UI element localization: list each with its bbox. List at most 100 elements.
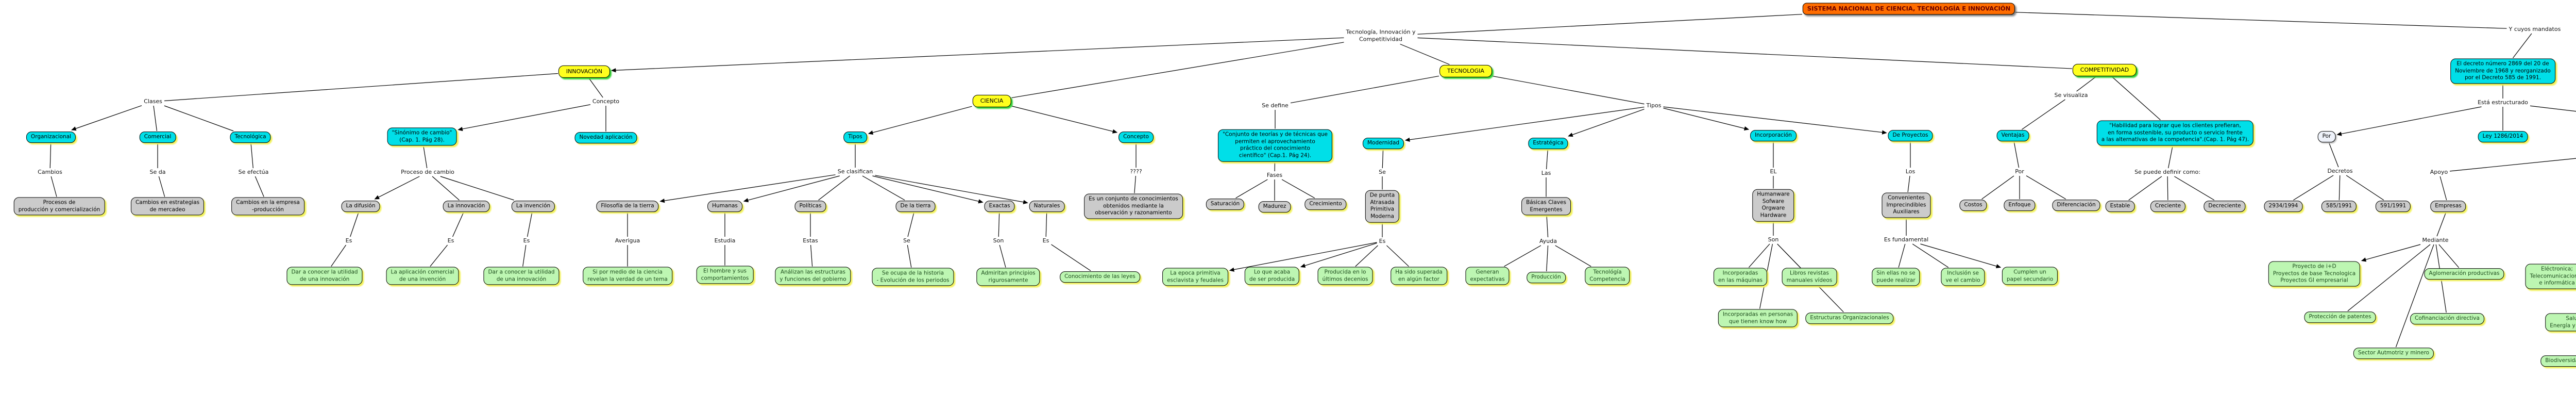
- concept-node-n20[interactable]: La innovación: [443, 201, 490, 212]
- concept-node-n33[interactable]: Humanas: [707, 201, 742, 212]
- concept-node-n30[interactable]: Concepto: [1118, 132, 1154, 143]
- concept-node-n32[interactable]: Filosofía de la tierra: [596, 201, 659, 212]
- concept-node-n54[interactable]: "Conjunto de teorías y de técnicas que p…: [1217, 129, 1333, 162]
- linking-phrase-n77[interactable]: EL: [1768, 168, 1778, 176]
- concept-node-n88[interactable]: Inclusión se ve el cambio: [1941, 268, 1985, 286]
- concept-node-n4[interactable]: INNOVACIÓN: [558, 65, 611, 78]
- concept-node-n117[interactable]: Cofinanciación directiva: [2410, 313, 2484, 324]
- concept-node-n48[interactable]: Admiritan principios rigurosamente: [976, 268, 1040, 286]
- linking-phrase-n84[interactable]: Los: [1904, 168, 1917, 176]
- linking-phrase-n8[interactable]: Clases: [142, 97, 164, 106]
- concept-node-n90[interactable]: COMPETITIVIDAD: [2072, 63, 2137, 77]
- concept-node-n57[interactable]: Madurez: [1258, 201, 1291, 212]
- linking-phrase-n66[interactable]: Es: [1377, 237, 1387, 246]
- concept-node-n47[interactable]: Se ocupa de la historia - Evolución de l…: [872, 268, 954, 286]
- concept-node-n81[interactable]: Libros revistas manuales vídeos: [1782, 268, 1837, 286]
- concept-node-n26[interactable]: La aplicación comercial de una invención: [386, 267, 459, 285]
- concept-node-n52[interactable]: TECNOLOGIA: [1439, 64, 1492, 78]
- concept-node-n17[interactable]: Cambios en la empresa -producción: [231, 197, 304, 216]
- concept-node-n37[interactable]: Naturales: [1029, 201, 1065, 212]
- concept-node-n89[interactable]: Cumplen un papel secundario: [2002, 267, 2058, 285]
- concept-node-n104[interactable]: Por: [2317, 131, 2336, 142]
- linking-phrase-n23[interactable]: Es: [446, 237, 456, 245]
- concept-node-n97[interactable]: "Habilidad para lograr que los clientes …: [2096, 120, 2254, 146]
- concept-node-n6[interactable]: "Sinónimo de cambio" (Cap. 1. Pág 28).: [387, 127, 457, 146]
- linking-phrase-n98[interactable]: Se puede definir como:: [2133, 168, 2202, 176]
- concept-node-n100[interactable]: Creciente: [2150, 201, 2186, 212]
- concept-node-n99[interactable]: Estable: [2105, 201, 2135, 212]
- linking-phrase-n111[interactable]: Apoyo: [2428, 168, 2450, 176]
- concept-node-n82[interactable]: Incorporadas en personas que tienen know…: [1718, 309, 1798, 328]
- linking-phrase-n18[interactable]: Proceso de cambio: [399, 168, 456, 176]
- linking-phrase-n40[interactable]: Estas: [801, 237, 820, 245]
- concept-node-n108[interactable]: 591/1991: [2375, 201, 2411, 212]
- linking-phrase-n86[interactable]: Es fundamental: [1882, 236, 1930, 244]
- concept-node-n46[interactable]: Análizan las estructuras y funciones del…: [775, 267, 851, 285]
- concept-node-n28[interactable]: CIENCIA: [972, 94, 1011, 108]
- linking-phrase-n12[interactable]: Cambios: [36, 168, 64, 176]
- concept-node-n107[interactable]: 585/1991: [2321, 201, 2357, 212]
- concept-node-n67[interactable]: La epoca primitiva esclavista y feudales: [1162, 268, 1228, 286]
- concept-node-n16[interactable]: Cambios en estrategias de mercadeo: [130, 197, 205, 216]
- concept-node-n34[interactable]: Políticas: [794, 201, 826, 212]
- linking-phrase-n113[interactable]: Mediante: [2420, 236, 2450, 244]
- concept-node-n102[interactable]: El decreto número 2869 del 20 de Noviemb…: [2450, 58, 2555, 84]
- linking-phrase-n64[interactable]: Se: [1377, 168, 1387, 176]
- concept-node-n58[interactable]: Crecimiento: [1304, 199, 1347, 210]
- concept-node-n29[interactable]: Tipos: [843, 132, 867, 143]
- concept-node-n122[interactable]: Eléctronica; Telecomunicaciones e inform…: [2525, 264, 2576, 289]
- linking-phrase-n38[interactable]: Averigua: [613, 237, 642, 245]
- concept-node-n126[interactable]: Biodiversidad y habitat: [2540, 355, 2576, 367]
- concept-node-n49[interactable]: Conocimiento de las leyes: [1060, 271, 1140, 283]
- concept-node-n85[interactable]: Convenientes Imprecindibles Auxiliares: [1882, 192, 1931, 218]
- linking-phrase-n105[interactable]: Decretos: [2326, 167, 2354, 175]
- concept-node-n83[interactable]: Estructuras Organizacionales: [1805, 313, 1894, 324]
- concept-node-n118[interactable]: Sector Autmotriz y minero: [2353, 348, 2434, 359]
- concept-node-n94[interactable]: Enfoque: [2004, 200, 2036, 211]
- linking-phrase-n22[interactable]: Es: [344, 237, 354, 245]
- concept-node-n15[interactable]: Procesos de producción y comercializació…: [13, 197, 105, 216]
- concept-node-n7[interactable]: Novedad aplicación: [574, 132, 637, 143]
- linking-phrase-n41[interactable]: Se: [902, 237, 912, 245]
- concept-node-n78[interactable]: Humanware Sofware Orgware Hardware: [1752, 189, 1794, 222]
- linking-phrase-n50[interactable]: ????: [1128, 168, 1144, 176]
- concept-node-n80[interactable]: Incorporadas en las máquinas: [1713, 268, 1768, 286]
- concept-node-n60[interactable]: Modernidad: [1362, 138, 1404, 149]
- concept-node-n44[interactable]: Si por medio de la ciencia revelan la ve…: [583, 267, 672, 285]
- concept-node-n76[interactable]: Tecnológía Competencia: [1585, 267, 1630, 285]
- linking-phrase-n53[interactable]: Se define: [1260, 102, 1290, 110]
- concept-node-n93[interactable]: Costos: [1959, 200, 1987, 211]
- linking-phrase-n96[interactable]: Se visualiza: [2053, 91, 2090, 100]
- concept-node-n74[interactable]: Generan expectativas: [1465, 267, 1510, 285]
- linking-phrase-n103[interactable]: Está estructurado: [2476, 99, 2530, 107]
- linking-phrase-n71[interactable]: Las: [1539, 169, 1553, 177]
- linking-phrase-n92[interactable]: Por: [2013, 168, 2026, 176]
- linking-phrase-n14[interactable]: Se efectúa: [236, 168, 270, 176]
- concept-node-n114[interactable]: Proyecto de i+D Proyectos de base Tecnol…: [2268, 261, 2361, 287]
- linking-phrase-l2[interactable]: Y cuyos mandatos: [2507, 25, 2563, 34]
- linking-phrase-n73[interactable]: Ayuda: [1538, 237, 1558, 246]
- concept-node-n70[interactable]: Ha sido superada en algún factor: [1391, 267, 1447, 285]
- concept-node-n21[interactable]: La invención: [511, 201, 555, 212]
- concept-node-n56[interactable]: Saturación: [1206, 199, 1245, 210]
- concept-node-n109[interactable]: Ley 1286/2014: [2478, 131, 2528, 142]
- concept-node-n115[interactable]: Aglomeración productivas: [2424, 268, 2504, 280]
- concept-node-n65[interactable]: De punta Atrasada Primitiva Moderna: [1365, 190, 1400, 223]
- linking-phrase-l1[interactable]: Tecnología, Innovación y Competitividad: [1344, 28, 1417, 44]
- concept-node-n62[interactable]: Incorporación: [1750, 130, 1797, 141]
- concept-node-n95[interactable]: Diferenciación: [2052, 200, 2100, 211]
- linking-phrase-n31[interactable]: Se clasifican: [836, 168, 875, 176]
- concept-node-n69[interactable]: Producida en lo últimos decenios: [1317, 267, 1373, 285]
- concept-node-n87[interactable]: Sin ellas no se puede realizar: [1872, 268, 1920, 286]
- linking-phrase-n59[interactable]: Tipos: [1645, 102, 1663, 110]
- linking-phrase-n42[interactable]: Son: [991, 237, 1006, 245]
- concept-node-n61[interactable]: Estratégica: [1528, 138, 1568, 149]
- concept-node-n106[interactable]: 2934/1994: [2264, 201, 2303, 212]
- concept-node-n35[interactable]: De la tierra: [895, 201, 936, 212]
- concept-node-n72[interactable]: Básicas Claves Emergentes: [1521, 197, 1571, 216]
- concept-node-n112[interactable]: Empresas: [2430, 201, 2466, 212]
- concept-node-n75[interactable]: Producción: [1527, 272, 1566, 283]
- linking-phrase-n13[interactable]: Se da: [148, 168, 167, 176]
- concept-node-n45[interactable]: El hombre y sus comportamientos: [696, 266, 754, 284]
- concept-node-n51[interactable]: Es un conjunto de conocimientos obtenido…: [1084, 193, 1183, 219]
